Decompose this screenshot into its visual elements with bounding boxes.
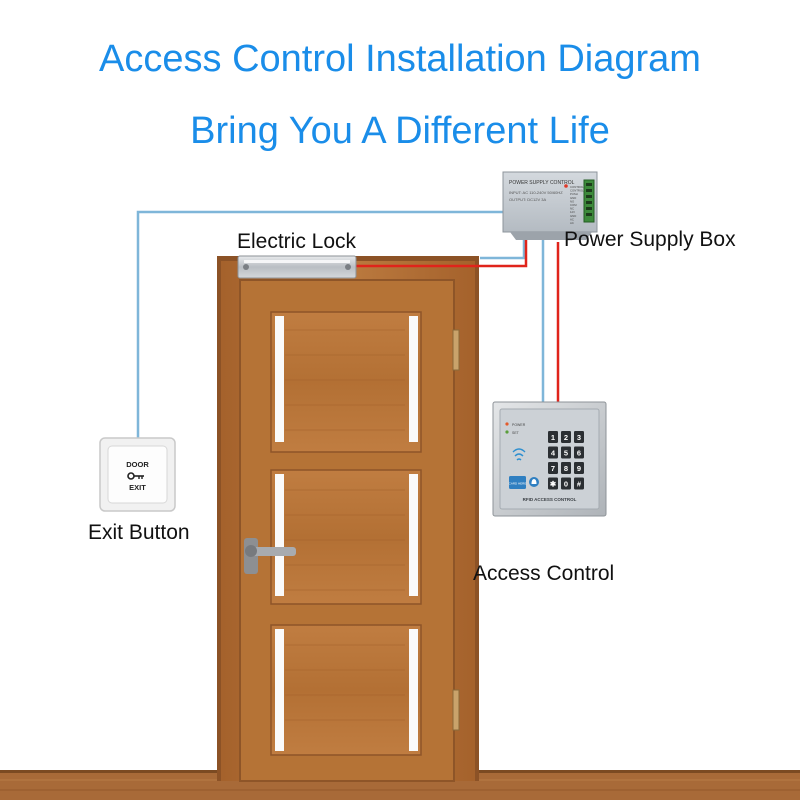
bell-icon <box>529 477 539 487</box>
psu-spec-1: INPUT: AC 110-240V 50/60HZ <box>509 190 563 195</box>
keypad-key[interactable] <box>574 462 584 474</box>
keypad-key-label: 5 <box>564 448 568 457</box>
keypad-key[interactable] <box>548 431 558 443</box>
door <box>239 279 460 782</box>
keypad-key[interactable] <box>561 446 571 459</box>
keypad-key-label: 8 <box>564 464 568 473</box>
power-supply-box: POWER SUPPLY CONTROL INPUT: AC 110-240V … <box>502 171 598 240</box>
keypad-key[interactable] <box>548 477 558 490</box>
psu-terminal-label: AC <box>570 217 574 221</box>
psu-terminal-label: PUSH <box>570 192 578 196</box>
keypad-brand: RFID ACCESS CONTROL <box>523 497 577 502</box>
keypad-key-label: 0 <box>564 479 568 488</box>
electric-lock <box>237 255 357 279</box>
diagram-subtitle: Bring You A Different Life <box>190 110 610 152</box>
keypad-key-label: 9 <box>577 464 581 473</box>
keypad-key-label: 2 <box>564 433 568 442</box>
keypad-key[interactable] <box>574 477 584 490</box>
key-icon <box>127 472 144 480</box>
label-electric-lock: Electric Lock <box>237 230 357 253</box>
exit-button-text-door: DOOR <box>126 460 149 469</box>
psu-header: POWER SUPPLY CONTROL <box>509 180 575 186</box>
power-wires <box>354 238 560 402</box>
keypad-key-label: 1 <box>551 433 555 442</box>
keypad-key-label: 4 <box>551 448 556 457</box>
set-indicator <box>505 430 509 434</box>
psu-led <box>564 184 568 188</box>
keypad-key[interactable] <box>561 477 571 490</box>
door-handle <box>244 538 296 574</box>
psu-terminal-label: GND <box>570 196 576 200</box>
psu-spec-2: OUTPUT: DC12V 3A <box>509 197 546 202</box>
signal-wires <box>136 210 545 438</box>
keypad-key-label: ✱ <box>550 479 557 488</box>
psu-terminal-label: COM <box>570 203 577 207</box>
psu-terminal-label: NO <box>570 199 575 203</box>
psu-terminal-label: GND <box>570 214 576 218</box>
keypad-key[interactable] <box>548 462 558 474</box>
diagram-title: Access Control Installation Diagram <box>99 38 701 80</box>
keypad-key[interactable] <box>561 462 571 474</box>
keypad-key[interactable] <box>561 431 571 443</box>
keypad-key-label: 3 <box>577 433 581 442</box>
keypad-key-label: # <box>577 479 582 488</box>
psu-terminal-label: CONTROL <box>570 189 584 193</box>
psu-terminal-label: CONTROL <box>570 185 584 189</box>
exit-button-text-exit: EXIT <box>129 483 146 492</box>
keypad-key[interactable] <box>574 431 584 443</box>
exit-button-device: DOOR EXIT <box>99 437 176 512</box>
indicator-label-set: SET <box>512 431 520 435</box>
keypad-key[interactable] <box>548 446 558 459</box>
keypad-key[interactable] <box>574 446 584 459</box>
psu-terminal-label: NC <box>570 207 574 211</box>
indicator-label-power: POWER <box>512 423 526 427</box>
keypad-key-label: 7 <box>551 464 555 473</box>
psu-terminal-label: AC <box>570 221 574 225</box>
power-indicator <box>505 422 509 426</box>
rfid-wave-icon <box>512 448 526 461</box>
card-label: CARD HERE <box>509 482 527 486</box>
card-reader-area <box>509 476 526 489</box>
keypad-key-label: 6 <box>577 448 581 457</box>
psu-terminal-label: 12V <box>570 210 575 214</box>
label-power-supply-box: Power Supply Box <box>564 228 736 251</box>
label-exit-button: Exit Button <box>88 521 190 544</box>
label-access-control: Access Control <box>473 562 615 585</box>
